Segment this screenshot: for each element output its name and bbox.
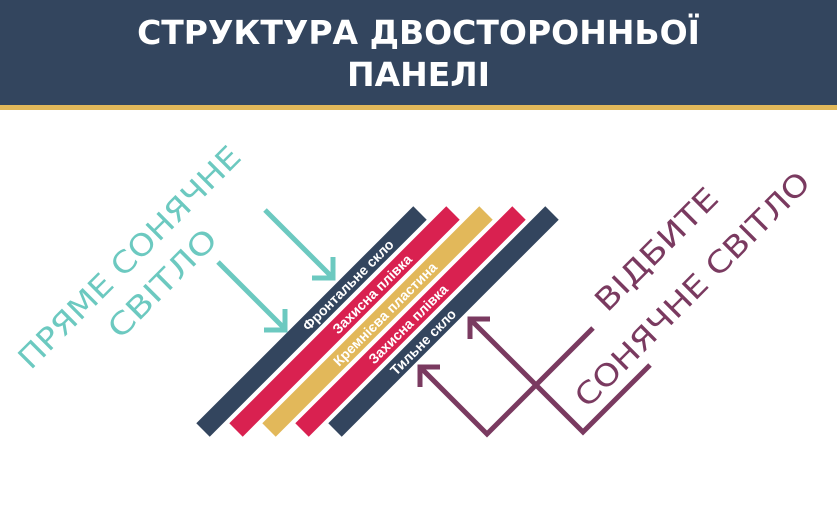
reflected-light-arrows [417,316,652,438]
layer-strip-3 [262,206,493,437]
layer-strip-2 [229,206,460,437]
title-line-2: ПАНЕЛІ [346,55,490,94]
title-line-1: СТРУКТУРА ДВОСТОРОННЬОЇ [137,13,700,52]
reflected-light-arrow-2 [467,316,652,436]
header-accent-line [0,105,837,110]
layer-strip-4 [295,206,526,437]
direct-light-label: ПРЯМЕ СОНЯЧНЕ СВІТЛО [12,140,249,377]
layer-strip-1 [196,206,427,437]
header-bar [0,0,837,105]
direct-light-arrows [216,208,336,333]
direct-light-arrow-2 [216,260,288,333]
layer-strip-5 [328,206,559,437]
reflected-light-label: ВІДБИТЕ СОНЯЧНЕ СВІТЛО [568,165,818,415]
reflected-light-arrow-1 [417,326,595,438]
page-title: СТРУКТУРА ДВОСТОРОННЬОЇ ПАНЕЛІ [0,12,837,96]
direct-light-arrow-1 [263,208,336,281]
